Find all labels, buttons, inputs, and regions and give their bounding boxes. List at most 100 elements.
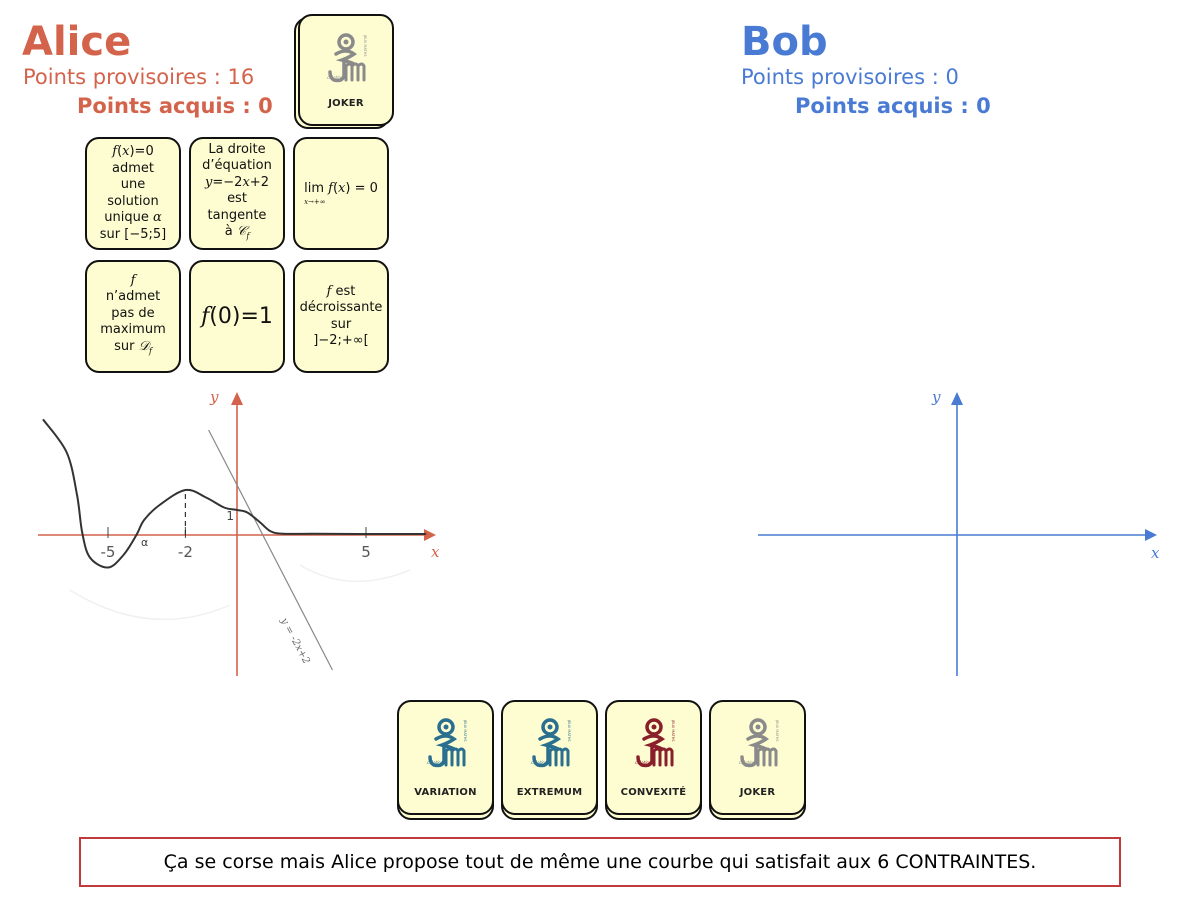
card-line: y=−2x+2 (205, 174, 269, 190)
joker-card-face: création JEUX MATHS JOKER (298, 14, 394, 126)
logo-caption: création (635, 760, 652, 765)
logo-p (334, 48, 358, 66)
logo-p (745, 734, 769, 751)
logo-ring (540, 718, 559, 736)
card-line: unique α (104, 210, 162, 225)
bob-name: Bob (741, 19, 828, 65)
logo-vertical-caption: JEUX MATHS (567, 719, 571, 742)
y-axis-arrow-icon (231, 392, 243, 405)
tangent-label: y = -2x+2 (278, 615, 312, 666)
constraint-card-limit[interactable]: lim f(x) = 0 x→+∞ (293, 137, 389, 250)
logo-vertical-caption: JEUX MATHS (775, 719, 779, 742)
deck-card-face: création JEUX MATHS CONVEXITÉ (605, 700, 702, 815)
card-line: sur 𝒟f (114, 338, 152, 356)
card-line: d’équation (202, 158, 272, 174)
constraint-card-decreasing[interactable]: f est décroissante sur ]−2;+∞[ (293, 260, 389, 373)
logo-j (328, 59, 346, 82)
logo-ring (436, 718, 455, 736)
deck-card-face: création JEUX MATHS VARIATION (397, 700, 494, 815)
logo-caption: création (327, 75, 344, 80)
card-line: une (120, 177, 146, 192)
card-line: pas de (111, 305, 155, 321)
constraint-card-no-maximum[interactable]: f n’admet pas de maximum sur 𝒟f (85, 260, 181, 373)
x-tick-label: 5 (361, 543, 371, 561)
bob-provisional-points: Points provisoires : 0 (741, 65, 959, 89)
card-line: lim f(x) = 0 (304, 181, 378, 197)
y-axis-label: y (931, 388, 941, 406)
card-line: solution (107, 193, 159, 209)
constraint-card-unique-solution[interactable]: f(x)=0 admet une solution unique α sur [… (85, 137, 181, 250)
x-axis-arrow-icon (424, 529, 436, 541)
card-line: f est (326, 283, 356, 299)
alice-graph: x y -5 -2 5 1 y = -2x+2 α (38, 388, 440, 676)
sketch-ghost (69, 589, 231, 621)
logo-dot (651, 724, 656, 730)
logo-j (531, 745, 550, 768)
logo-j (635, 745, 654, 768)
jm-logo-icon: création JEUX MATHS (635, 718, 675, 768)
logo-dot (443, 724, 448, 730)
jm-logo-icon: création JEUX MATHS (327, 32, 367, 82)
alpha-label: α (141, 536, 148, 549)
card-line-subscript: x→+∞ (304, 197, 326, 206)
card-line: f(0)=1 (201, 304, 273, 329)
logo-m (756, 747, 777, 767)
bob-acquired-points: Points acquis : 0 (795, 94, 991, 118)
card-line: admet (112, 160, 154, 176)
alice-acquired-points: Points acquis : 0 (77, 94, 273, 118)
alice-name: Alice (22, 19, 132, 65)
sketch-ghost (299, 564, 411, 583)
deck-convexite[interactable]: création JEUX MATHS CONVEXITÉ (605, 700, 703, 820)
card-line: maximum (100, 322, 166, 338)
logo-j (739, 745, 758, 768)
card-line: La droite (208, 141, 266, 157)
deck-card-face: création JEUX MATHS EXTREMUM (501, 700, 598, 815)
logo-m (548, 747, 569, 767)
y-axis-arrow-icon (951, 392, 963, 405)
deck-label: JOKER (739, 787, 776, 798)
logo-m (344, 62, 366, 81)
constraint-card-tangent-line[interactable]: La droite d’équation y=−2x+2 est tangent… (189, 137, 285, 250)
deck-label: EXTREMUM (516, 787, 583, 798)
logo-vertical-caption: JEUX MATHS (463, 719, 467, 742)
logo-ring (748, 718, 767, 736)
y-tick-label: 1 (226, 509, 234, 523)
card-line: tangente (207, 207, 267, 223)
logo-dot (547, 724, 552, 730)
deck-extremum[interactable]: création JEUX MATHS EXTREMUM (501, 700, 599, 820)
bob-graph[interactable]: xy (740, 380, 1200, 680)
logo-vertical-caption: JEUX MATHS (671, 719, 675, 742)
logo-p (641, 734, 665, 751)
logo-vertical-caption: JEUX MATHS (363, 34, 367, 57)
card-line: n’admet (105, 289, 161, 305)
logo-caption: création (531, 760, 548, 765)
alice-joker-card[interactable]: création JEUX MATHS JOKER (294, 14, 394, 129)
y-axis-label: y (209, 388, 219, 406)
x-axis-label: x (431, 543, 440, 561)
jm-logo-icon: création JEUX MATHS (531, 718, 571, 768)
card-label: JOKER (328, 97, 364, 109)
deck-label: CONVEXITÉ (620, 787, 687, 798)
x-axis-label: x (1151, 544, 1160, 562)
card-line: est (227, 191, 247, 207)
logo-ring (644, 718, 663, 736)
x-tick-label: -5 (101, 543, 116, 561)
jm-logo-icon: création JEUX MATHS (427, 718, 467, 768)
logo-dot (343, 39, 349, 44)
narration-message: Ça se corse mais Alice propose tout de m… (79, 837, 1121, 887)
card-line: à 𝒞f (224, 224, 250, 241)
curve-f (42, 419, 427, 569)
deck-variation[interactable]: création JEUX MATHS VARIATION (397, 700, 495, 820)
card-line: décroissante (299, 300, 383, 315)
constraint-card-f0-equals-1[interactable]: f(0)=1 (189, 260, 285, 373)
logo-m (652, 747, 673, 767)
x-tick-label: -2 (178, 543, 193, 561)
logo-caption: création (427, 760, 444, 765)
deck-label: VARIATION (414, 787, 477, 798)
logo-p (537, 734, 561, 751)
logo-ring (337, 32, 355, 51)
card-line: ]−2;+∞[ (313, 333, 369, 348)
